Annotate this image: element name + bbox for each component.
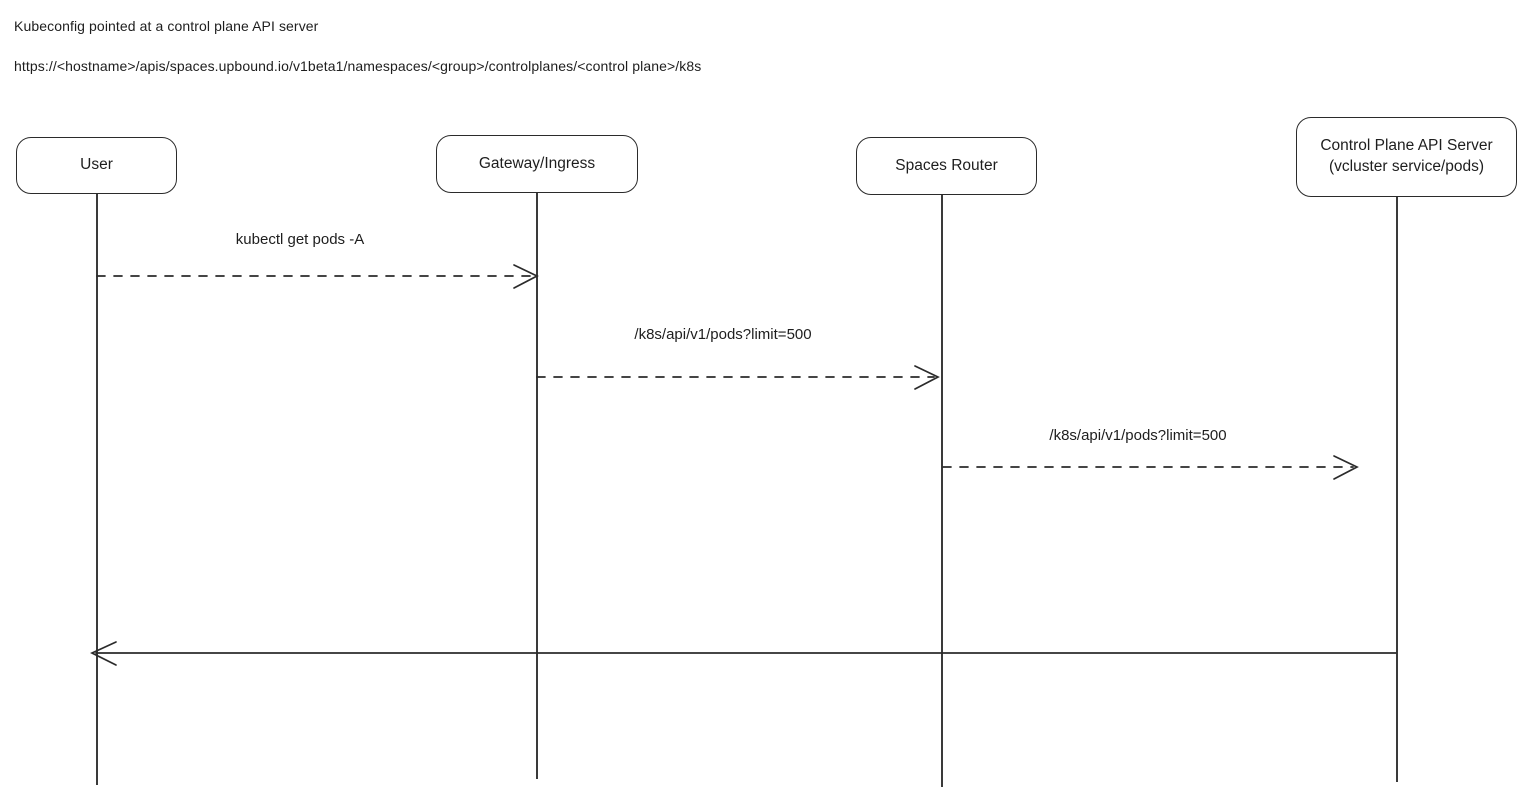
message-arrow-k8s-api-pods-2 [942,455,1359,480]
message-arrow-k8s-api-pods-1 [536,365,940,390]
lifeline-control-plane-api-server [1396,196,1398,782]
message-label-k8s-api-pods-1: /k8s/api/v1/pods?limit=500 [631,326,815,343]
actor-label-gateway-ingress: Gateway/Ingress [478,154,596,172]
message-arrow-kubectl-get-pods [96,264,539,289]
actor-label-control-plane-line2: (vcluster service/pods) [1328,158,1485,175]
actor-label-control-plane-line1: Control Plane API Server [1320,137,1493,155]
message-label-kubectl-get-pods: kubectl get pods -A [232,231,368,248]
api-url-text: https://<hostname>/apis/spaces.upbound.i… [14,58,702,74]
actor-label-user: User [80,156,113,174]
actor-label-spaces-router: Spaces Router [895,156,998,174]
actor-box-control-plane-api-server: Control Plane API Server (vcluster servi… [1296,117,1517,197]
lifeline-user [96,193,98,785]
message-arrow-return-response [90,641,1397,666]
actor-box-user: User [16,137,177,194]
actor-box-spaces-router: Spaces Router [856,137,1037,195]
actor-box-gateway-ingress: Gateway/Ingress [436,135,638,193]
message-label-k8s-api-pods-2: /k8s/api/v1/pods?limit=500 [1046,427,1230,444]
diagram-title: Kubeconfig pointed at a control plane AP… [14,18,319,34]
lifeline-spaces-router [941,194,943,787]
lifeline-gateway-ingress [536,192,538,779]
